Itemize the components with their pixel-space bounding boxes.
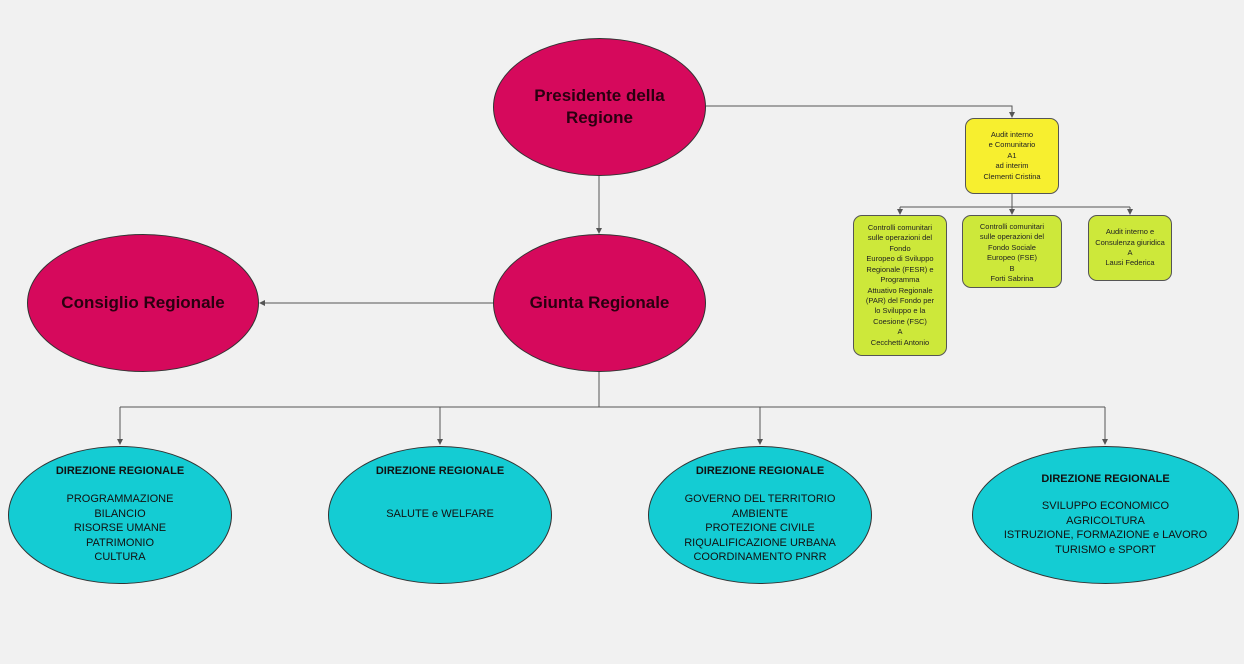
direzione-line: AMBIENTE xyxy=(731,507,789,520)
direzione-line: PROTEZIONE CIVILE xyxy=(705,522,815,534)
direzione-line: PATRIMONIO xyxy=(85,536,155,549)
direzione-line: PROGRAMMAZIONE xyxy=(66,493,174,505)
direzione-title-2: DIREZIONE REGIONALE xyxy=(375,465,505,477)
direzione-title-3: DIREZIONE REGIONALE xyxy=(695,465,825,477)
direzione-title-4: DIREZIONE REGIONALE xyxy=(1041,473,1170,485)
direzione-node-2[interactable]: DIREZIONE REGIONALE SALUTE e WELFARE xyxy=(328,446,552,584)
direzione-node-4[interactable]: DIREZIONE REGIONALE SVILUPPO ECONOMICO A… xyxy=(972,446,1239,584)
fesr-label: Controlli comunitari sulle operazioni de… xyxy=(865,223,935,347)
direzione-line: SVILUPPO ECONOMICO xyxy=(1041,500,1170,512)
fesr-node[interactable]: Controlli comunitari sulle operazioni de… xyxy=(853,215,947,356)
direzione-line: CULTURA xyxy=(94,551,146,563)
direzione-title-1: DIREZIONE REGIONALE xyxy=(55,465,185,477)
direzione-line: RISORSE UMANE xyxy=(73,522,167,534)
audit-node[interactable]: Audit interno e Comunitario A1 ad interi… xyxy=(965,118,1059,194)
direzione-node-3[interactable]: DIREZIONE REGIONALE GOVERNO DEL TERRITOR… xyxy=(648,446,872,584)
direzione-line: TURISMO e SPORT xyxy=(1055,543,1156,556)
consiglio-node[interactable]: Consiglio Regionale xyxy=(27,234,259,372)
consulenza-label: Audit interno e Consulenza giuridica A L… xyxy=(1095,227,1165,268)
direzione-line: BILANCIO xyxy=(94,507,146,520)
giunta-label: Giunta Regionale xyxy=(529,293,670,312)
direzione-line: GOVERNO DEL TERRITORIO xyxy=(684,493,836,505)
consulenza-node[interactable]: Audit interno e Consulenza giuridica A L… xyxy=(1088,215,1172,281)
consiglio-label: Consiglio Regionale xyxy=(61,293,225,312)
presidente-label: Presidente della Regione xyxy=(534,86,665,127)
direzione-line: COORDINAMENTO PNRR xyxy=(693,551,827,563)
fse-label: Controlli comunitari sulle operazioni de… xyxy=(979,222,1045,284)
presidente-node[interactable]: Presidente della Regione xyxy=(493,38,706,176)
direzione-line: AGRICOLTURA xyxy=(1066,514,1145,527)
direzione-line: ISTRUZIONE, FORMAZIONE e LAVORO xyxy=(1003,529,1208,541)
edge-presidente-audit xyxy=(706,105,1015,118)
audit-label: Audit interno e Comunitario A1 ad interi… xyxy=(983,129,1041,181)
direzione-node-1[interactable]: DIREZIONE REGIONALE PROGRAMMAZIONE BILAN… xyxy=(8,446,232,584)
giunta-node[interactable]: Giunta Regionale xyxy=(493,234,706,372)
fse-node[interactable]: Controlli comunitari sulle operazioni de… xyxy=(962,215,1062,288)
direzione-line: SALUTE e WELFARE xyxy=(386,508,494,520)
direzione-line: RIQUALIFICAZIONE URBANA xyxy=(684,536,836,549)
